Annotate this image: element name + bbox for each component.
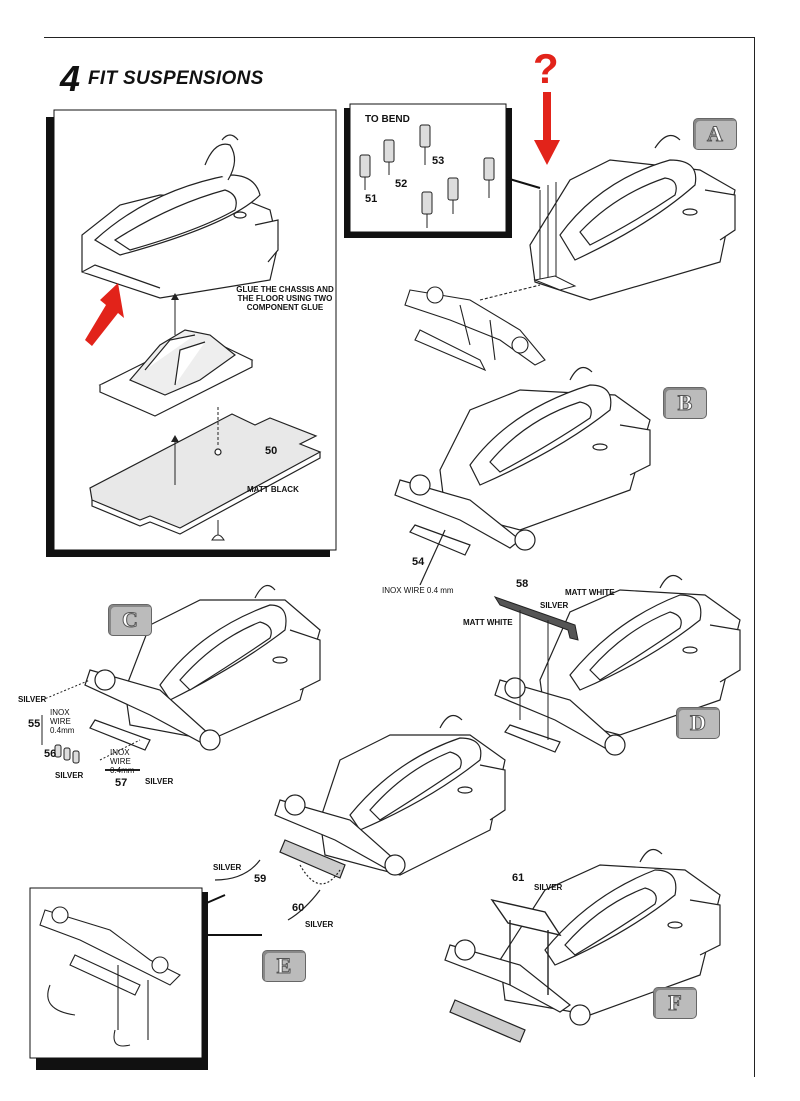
frame-right-line: [754, 37, 755, 1077]
floor-part-drawing: [89, 413, 322, 535]
red-arrow-left: [85, 283, 124, 346]
part-55-number: 55: [28, 718, 41, 730]
bend-parts-drawing: [359, 124, 495, 228]
step-a-badge: A: [693, 118, 737, 150]
part-59-number: 59: [254, 873, 267, 885]
screw-drawing: [211, 520, 225, 541]
step-b-car-drawing: [394, 366, 651, 556]
part-52-number: 52: [395, 178, 408, 190]
glue-note: GLUE THE CHASSIS AND THE FLOOR USING TWO…: [236, 285, 334, 312]
step-number: 4: [60, 58, 81, 99]
part-58-number: 58: [516, 578, 529, 590]
step-f-plate-part: [490, 898, 562, 995]
to-bend-title: TO BEND: [365, 114, 410, 125]
inox-wire-label-c1: INOX WIRE 0.4mm: [50, 708, 75, 735]
step-e-badge: E: [262, 950, 306, 982]
silver-label-f: SILVER: [534, 883, 563, 892]
step-b-wire: [419, 529, 446, 586]
part-61-number: 61: [512, 872, 525, 884]
matt-white-label-1: MATT WHITE: [565, 588, 615, 597]
step-e-car-drawing: [274, 714, 506, 879]
part-50-number: 50: [265, 445, 278, 457]
step-d-car-drawing: [494, 574, 741, 756]
part-54-number: 54: [412, 556, 425, 568]
floor-color-label: MATT BLACK: [247, 485, 299, 494]
silver-label-e1: SILVER: [213, 863, 242, 872]
part-56-number: 56: [44, 748, 57, 760]
silver-label-c2: SILVER: [55, 771, 84, 780]
inox-wire-label: INOX WIRE 0.4 mm: [382, 586, 454, 595]
frame-top-line: [44, 37, 754, 38]
silver-label-c3: SILVER: [145, 777, 174, 786]
step-c-badge: C: [108, 604, 152, 636]
matt-white-label-2: MATT WHITE: [463, 618, 513, 627]
question-mark-annotation: ?: [533, 45, 559, 92]
step-e-hoses: [214, 859, 341, 921]
step-c-parts-drawing: [41, 679, 141, 771]
step-header: 4 FIT SUSPENSIONS: [60, 58, 264, 100]
step-a-wire-guides: [533, 182, 577, 291]
step-a-chassis-drawing: [529, 134, 736, 301]
step-e-inset-drawing: [39, 906, 181, 1047]
step-d-badge: D: [676, 707, 720, 739]
step-title: FIT SUSPENSIONS: [88, 68, 264, 89]
step-a-suspension-drawing: [404, 284, 546, 372]
part-60-number: 60: [292, 902, 305, 914]
step-d-wing-part: [493, 596, 579, 740]
inox-wire-label-c2: INOX WIRE 0.4mm: [110, 748, 135, 775]
part-53-number: 53: [432, 155, 445, 167]
part-51-number: 51: [365, 193, 378, 205]
step-c-car-drawing: [84, 584, 321, 751]
silver-label-d: SILVER: [540, 601, 569, 610]
silver-label-e2: SILVER: [305, 920, 334, 929]
red-arrow-down: [534, 92, 560, 165]
inset-connector: [505, 177, 541, 189]
step-b-badge: B: [663, 387, 707, 419]
step-f-badge: F: [653, 987, 697, 1019]
seat-part-drawing: [98, 329, 254, 417]
chassis-body-drawing: [81, 134, 279, 299]
step-f-car-drawing: [444, 848, 721, 1043]
part-57-number: 57: [115, 777, 128, 789]
silver-label-c1: SILVER: [18, 695, 47, 704]
